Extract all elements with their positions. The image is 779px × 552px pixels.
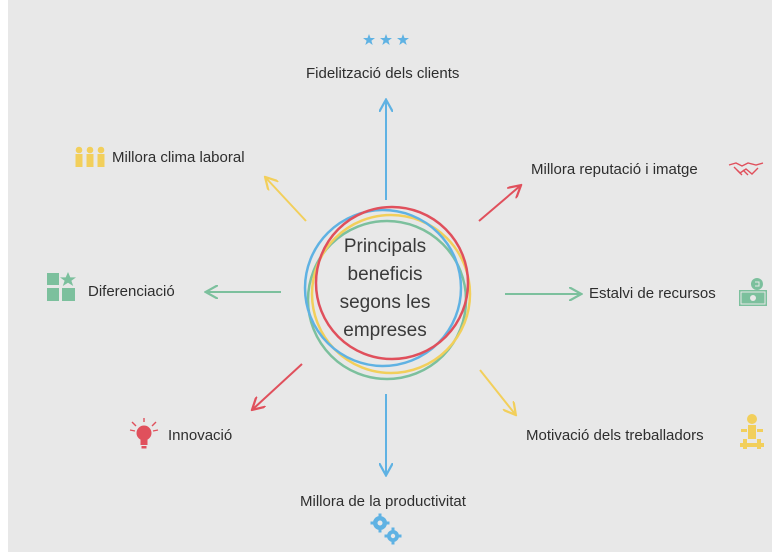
lightbulb-icon: [129, 418, 159, 449]
benefit-top-label: Fidelització dels clients: [306, 65, 460, 82]
center-line-4: empreses: [343, 320, 427, 341]
ring-blue: [303, 208, 463, 368]
diagram-canvas: Principals beneficis segons les empreses…: [8, 0, 772, 552]
blocks-star-icon: [47, 272, 76, 301]
center-line-3: segons les: [339, 292, 431, 313]
handshake-icon: [728, 162, 764, 176]
benefit-bottom-left-label: Innovació: [168, 427, 233, 444]
ring-red: [314, 205, 470, 361]
center-title: Principals beneficis segons les empreses: [325, 233, 445, 345]
center-line-2: beneficis: [347, 264, 423, 285]
arrow-bottom-left: [253, 363, 303, 409]
stars-icon: [363, 34, 409, 45]
benefit-left-label: Diferenciació: [88, 283, 175, 300]
worker-icon: [740, 414, 764, 449]
people-icon: [75, 146, 105, 167]
arrow-top-right: [478, 186, 520, 222]
benefit-top-right-label: Millora reputació i imatge: [531, 161, 698, 178]
benefit-top-left-label: Millora clima laboral: [112, 149, 245, 166]
arrow-top-left: [266, 178, 307, 222]
benefit-right-label: Estalvi de recursos: [589, 285, 716, 302]
connector-layer: [8, 0, 779, 552]
center-rings: [303, 205, 472, 381]
benefit-bottom-right-label: Motivació dels treballadors: [526, 427, 704, 444]
benefit-bottom-label: Millora de la productivitat: [300, 493, 466, 510]
money-icon: [739, 278, 767, 306]
center-line-1: Principals: [343, 236, 427, 257]
gears-icon: [370, 513, 402, 545]
arrow-bottom-right: [479, 369, 515, 414]
ring-yellow: [310, 213, 472, 375]
